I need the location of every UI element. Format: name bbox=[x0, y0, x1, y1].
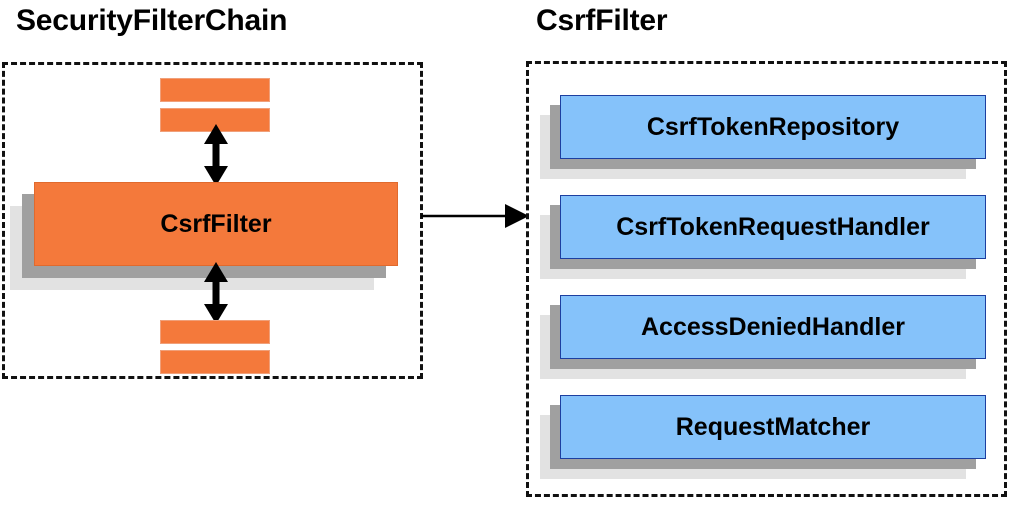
filter-stub-bar bbox=[160, 78, 270, 102]
node-face: RequestMatcher bbox=[560, 395, 986, 459]
node-label: CsrfTokenRequestHandler bbox=[616, 213, 930, 241]
node-csrf-token-repository[interactable]: CsrfTokenRepository bbox=[540, 95, 986, 179]
node-csrf-token-request-handler[interactable]: CsrfTokenRequestHandler bbox=[540, 195, 986, 279]
node-label: RequestMatcher bbox=[675, 413, 871, 441]
node-csrf-filter[interactable]: CsrfFilter bbox=[10, 182, 398, 290]
node-label: AccessDeniedHandler bbox=[640, 313, 905, 341]
group-security-filter-chain bbox=[2, 62, 423, 379]
filter-stub-bar bbox=[160, 320, 270, 344]
node-face: CsrfFilter bbox=[34, 182, 398, 266]
double-arrow-up-icon bbox=[204, 124, 228, 186]
node-face: AccessDeniedHandler bbox=[560, 295, 986, 359]
node-label: CsrfFilter bbox=[160, 210, 272, 238]
page-title-security-filter-chain: SecurityFilterChain bbox=[16, 4, 288, 37]
node-label: CsrfTokenRepository bbox=[646, 113, 900, 141]
filter-stub-bar bbox=[160, 350, 270, 374]
node-face: CsrfTokenRequestHandler bbox=[560, 195, 986, 259]
node-face: CsrfTokenRepository bbox=[560, 95, 986, 159]
page-title-csrf-filter: CsrfFilter bbox=[536, 4, 668, 37]
double-arrow-down-icon bbox=[204, 262, 228, 324]
connector-arrow-icon bbox=[421, 204, 529, 228]
group-csrf-filter bbox=[526, 61, 1007, 497]
node-access-denied-handler[interactable]: AccessDeniedHandler bbox=[540, 295, 986, 379]
node-request-matcher[interactable]: RequestMatcher bbox=[540, 395, 986, 479]
